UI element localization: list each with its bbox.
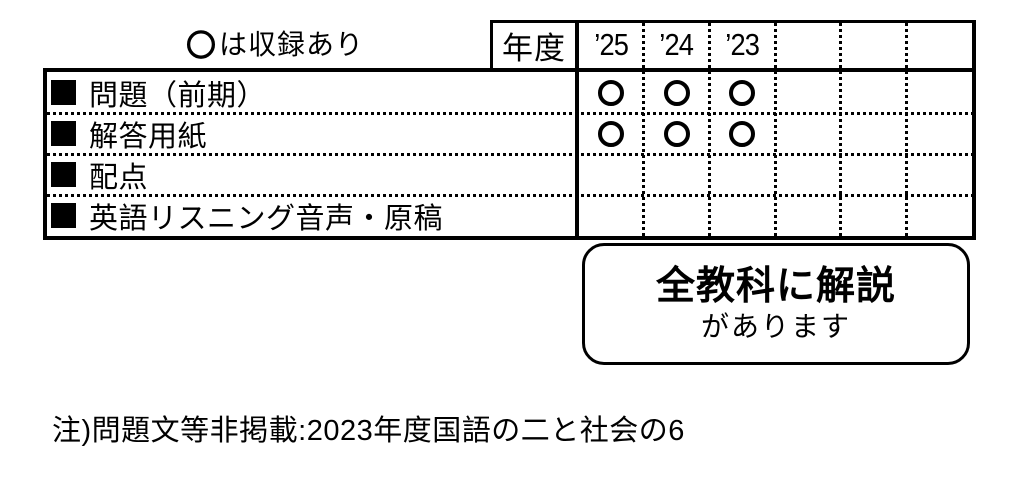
- row-label-text: 英語リスニング音声・原稿: [89, 202, 444, 235]
- legend-text: は収録あり: [219, 29, 365, 60]
- included-circle-icon: [729, 120, 756, 147]
- column-separator: [707, 23, 711, 236]
- year-header-cell: 年度: [502, 30, 566, 66]
- year-column-header: [907, 22, 973, 68]
- year-column-header: ’23: [709, 22, 775, 68]
- callout-line2: があります: [700, 310, 851, 342]
- header-top-border: [490, 20, 976, 23]
- year-column-header: [775, 22, 841, 68]
- table-right-border: [972, 20, 976, 240]
- black-square-icon: [51, 80, 76, 105]
- row-separator: [47, 194, 972, 197]
- included-circle-icon: [597, 79, 624, 106]
- label-data-divider: [575, 20, 579, 236]
- legend: 〇 は収録あり: [186, 24, 365, 63]
- included-circle-icon: [597, 120, 624, 147]
- year-column-header: ’24: [644, 22, 710, 68]
- included-circle-icon: [663, 120, 690, 147]
- year-text: ’25: [593, 27, 629, 62]
- black-square-icon: [51, 203, 76, 228]
- year-box-left-border: [490, 20, 493, 68]
- year-text: ’23: [725, 27, 760, 62]
- row-label: 英語リスニング音声・原稿: [51, 195, 443, 236]
- column-separator: [642, 23, 646, 236]
- row-label-text: 問題（前期）: [89, 79, 267, 112]
- row-label: 配点: [51, 154, 148, 195]
- row-label-text: 解答用紙: [89, 120, 208, 153]
- table-left-border: [43, 68, 47, 240]
- column-separator: [839, 23, 843, 236]
- included-circle-icon: [663, 79, 690, 106]
- year-text: ’24: [659, 27, 695, 62]
- column-separator: [905, 23, 908, 236]
- row-separator: [47, 112, 972, 115]
- callout-line1: 全教科に解説: [655, 264, 896, 308]
- row-label: 問題（前期）: [51, 72, 266, 113]
- row-label: 解答用紙: [51, 113, 207, 154]
- table-bottom-border: [43, 236, 976, 240]
- black-square-icon: [51, 121, 76, 146]
- year-column-header: ’25: [578, 22, 644, 68]
- table-top-border: [43, 68, 976, 72]
- black-square-icon: [51, 162, 76, 187]
- year-column-header: [841, 22, 907, 68]
- row-label-text: 配点: [89, 161, 149, 194]
- column-separator: [773, 23, 777, 236]
- circle-legend-icon: 〇: [186, 30, 217, 63]
- callout-box: 全教科に解説 があります: [582, 243, 970, 365]
- footnote: 注)問題文等非掲載:2023年度国語の二と社会の6: [52, 415, 685, 447]
- row-separator: [47, 153, 972, 156]
- included-circle-icon: [729, 79, 756, 106]
